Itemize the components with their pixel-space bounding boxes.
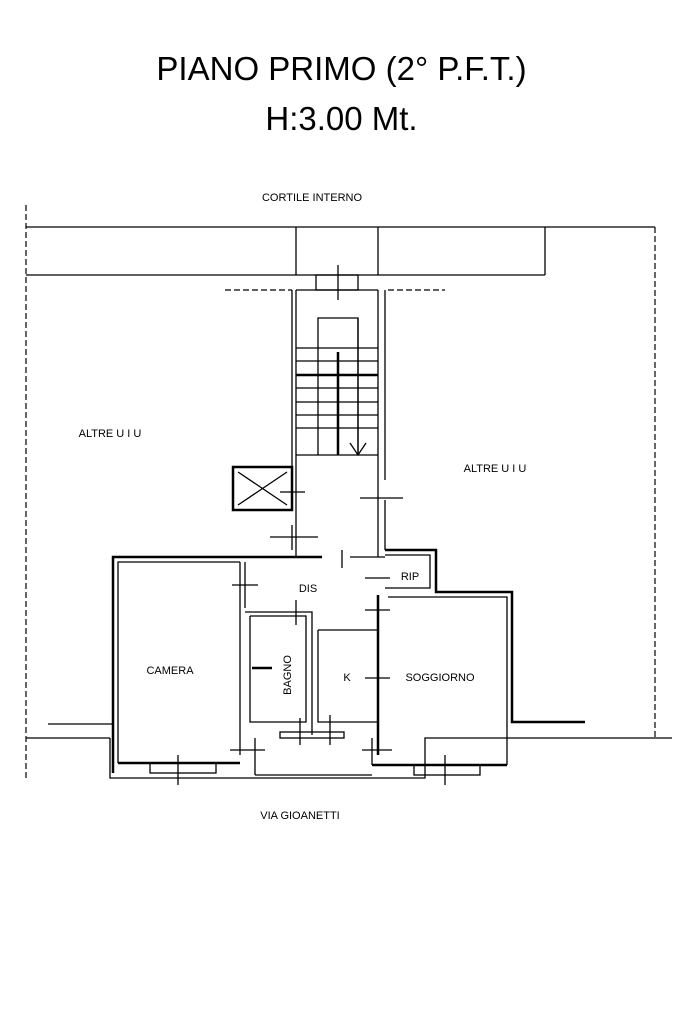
other-units-left-label: ALTRE U I U xyxy=(79,428,142,440)
plan-height: H:3.00 Mt. xyxy=(265,100,418,137)
room-rip-label: RIP xyxy=(401,571,419,583)
room-k-label: K xyxy=(343,672,351,684)
stair-core xyxy=(225,265,445,557)
courtyard-band xyxy=(26,226,655,276)
street-label: VIA GIOANETTI xyxy=(260,810,339,822)
room-bagno-label: BAGNO xyxy=(282,655,294,695)
plan-title: PIANO PRIMO (2° P.F.T.) xyxy=(156,50,527,87)
other-units-right-label: ALTRE U I U xyxy=(464,463,527,475)
room-soggiorno-label: SOGGIORNO xyxy=(405,672,475,684)
elevator-shaft xyxy=(231,465,294,512)
apartment-walls xyxy=(26,548,672,785)
room-dis-label: DIS xyxy=(299,583,317,595)
room-camera-label: CAMERA xyxy=(146,665,194,677)
courtyard-label: CORTILE INTERNO xyxy=(262,192,362,204)
